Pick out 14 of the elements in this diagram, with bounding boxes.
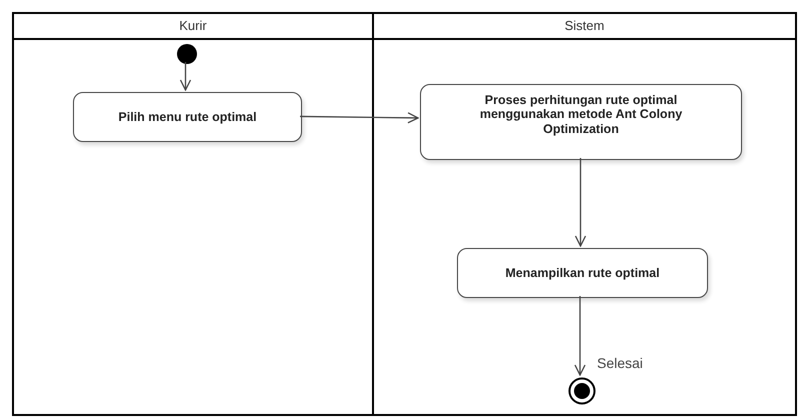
- action-box: Menampilkan rute optimal: [457, 248, 708, 298]
- swimlane-header: Kurir: [14, 14, 372, 40]
- swimlane: [12, 12, 374, 416]
- final-node-circle: [568, 377, 596, 405]
- arrow: [574, 158, 586, 247]
- action-box: Pilih menu rute optimal: [73, 92, 302, 142]
- node-caption: Selesai: [597, 355, 643, 371]
- swimlane: [372, 12, 797, 416]
- swimlane-header: Sistem: [374, 14, 795, 40]
- arrow: [574, 296, 586, 376]
- arrow: [300, 112, 419, 124]
- action-box: Proses perhitungan rute optimal menggunakan metode Ant Colony Optimization: [420, 84, 742, 160]
- arrow: [180, 62, 192, 91]
- initial-node-circle: [177, 44, 197, 64]
